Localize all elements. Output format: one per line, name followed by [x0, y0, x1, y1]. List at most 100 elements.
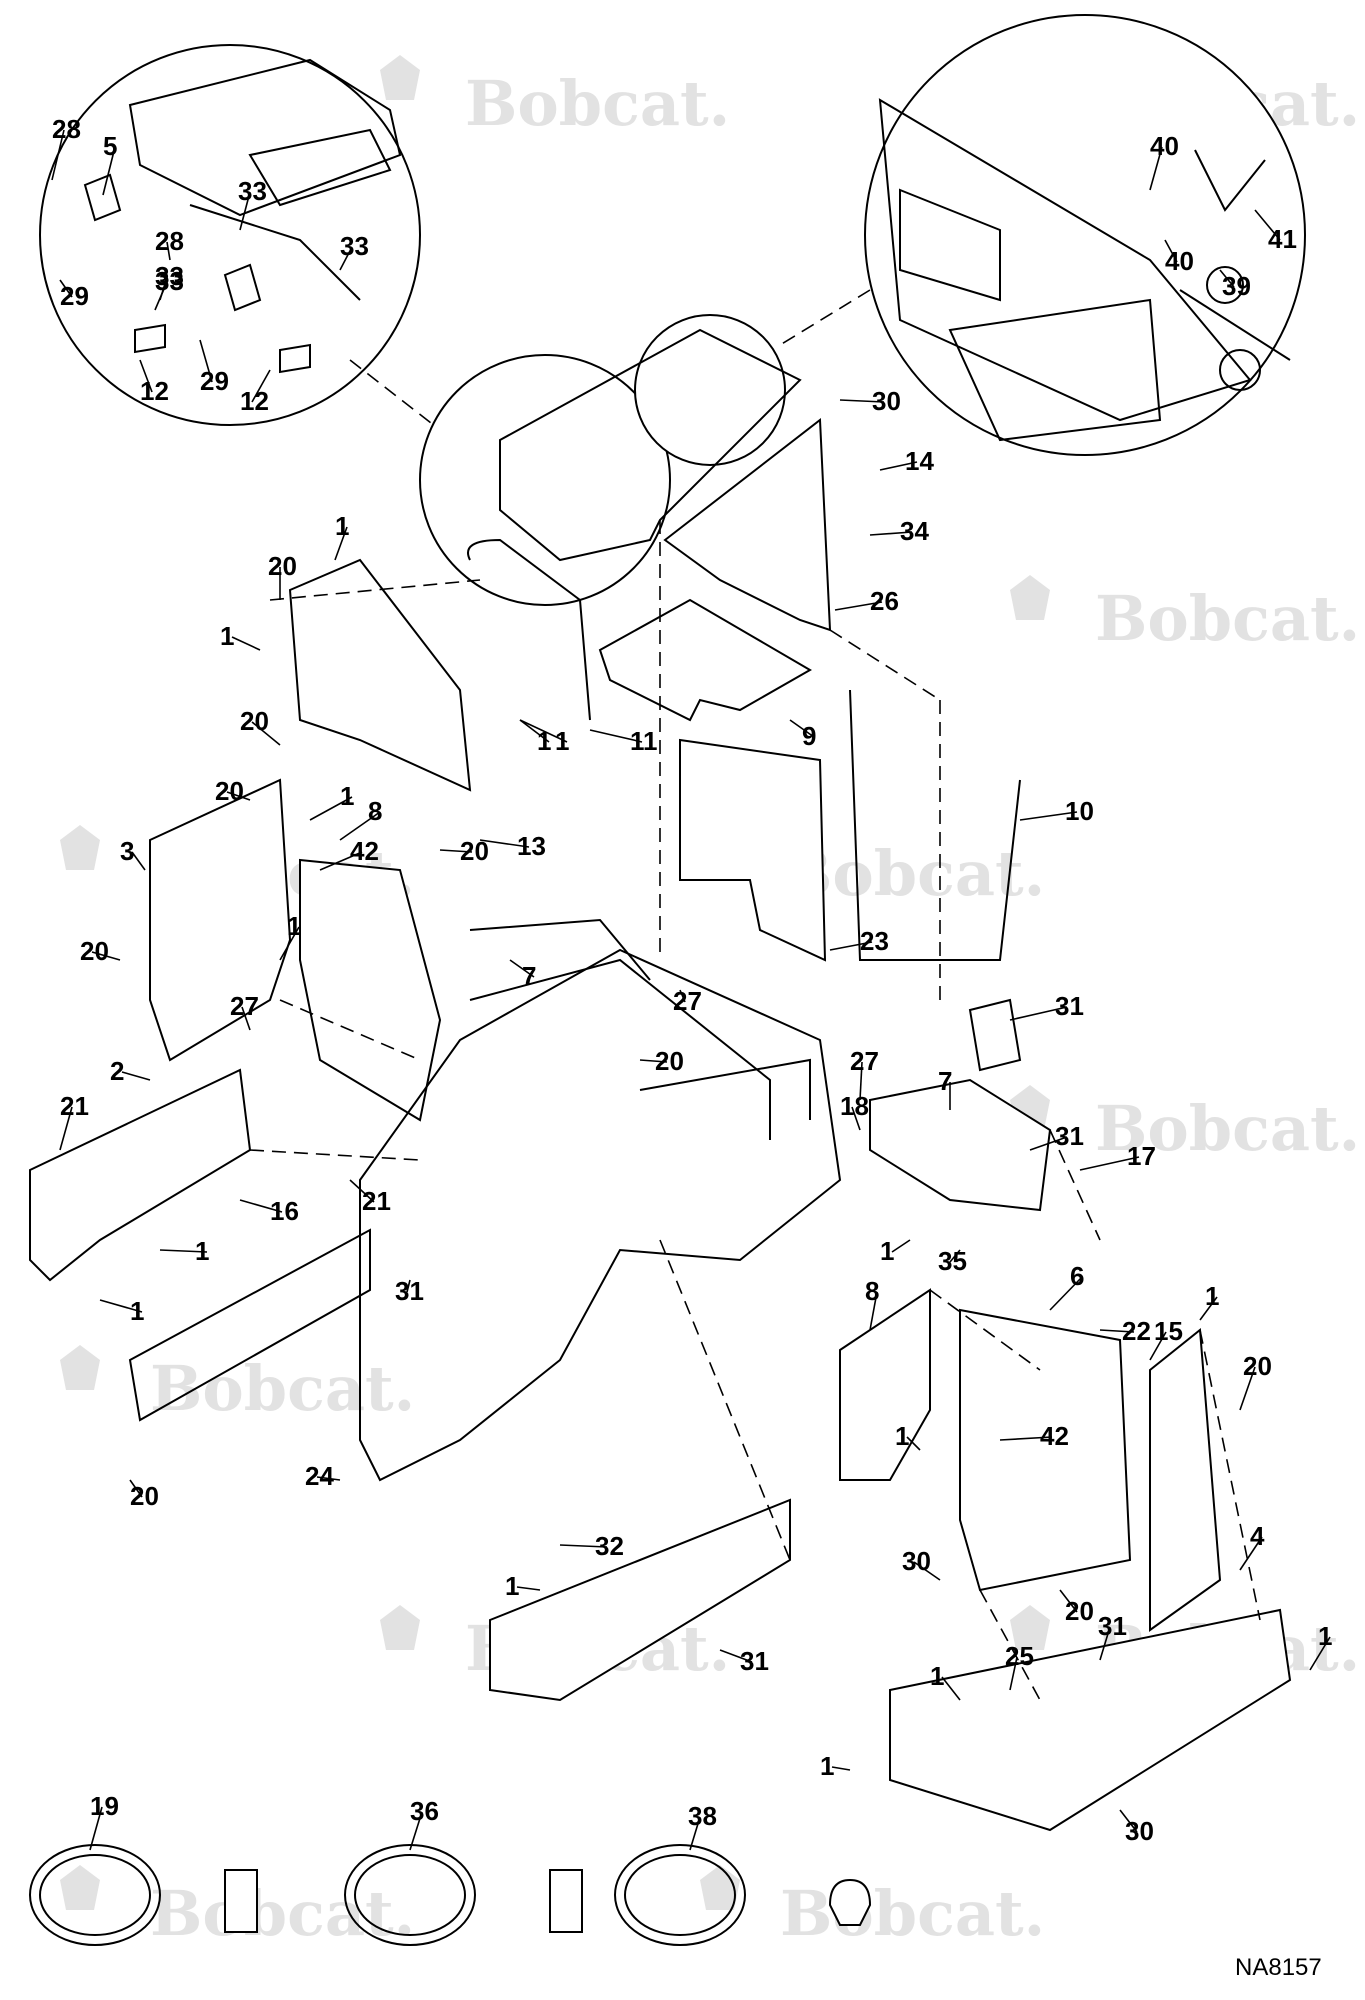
- callout-leader: [839, 399, 885, 403]
- callout-leader: [91, 951, 121, 961]
- callout-leader: [1019, 811, 1078, 821]
- callout-leader: [241, 1006, 251, 1031]
- callout-leader: [913, 1561, 941, 1581]
- explode-line: [279, 999, 421, 1061]
- callout-label: 10: [1065, 796, 1094, 826]
- callout-leader: [131, 851, 146, 871]
- inset-circle: [864, 14, 1306, 456]
- seal-profile-38: [549, 1869, 583, 1933]
- callout-leader: [406, 1279, 411, 1293]
- callout-label: 12: [240, 386, 269, 416]
- callout-label: 20: [1065, 1596, 1094, 1626]
- callout-leader: [334, 526, 348, 561]
- callout-label: 33: [340, 231, 369, 261]
- callout-label: 1: [195, 1236, 209, 1266]
- callout-leader: [519, 719, 550, 743]
- callout-label: 20: [240, 706, 269, 736]
- callout-leader: [1149, 146, 1163, 191]
- callout-leader: [949, 1249, 961, 1263]
- callout-label: 12: [140, 376, 169, 406]
- explode-line: [1199, 1329, 1261, 1621]
- callout-label: 1: [1318, 1621, 1332, 1651]
- floor-mat-9: [598, 598, 812, 722]
- callout-leader: [1079, 1156, 1140, 1171]
- callout-label: 6: [1070, 1261, 1084, 1291]
- callout-label: 1: [555, 726, 569, 756]
- callout-label: 11: [630, 726, 658, 756]
- callout-leader: [589, 729, 643, 743]
- callout-label: 1: [537, 726, 551, 756]
- callout-label: 20: [1243, 1351, 1272, 1381]
- explode-line: [249, 1149, 421, 1161]
- callout-label: 20: [268, 551, 297, 581]
- callout-label: 31: [1055, 1121, 1084, 1151]
- callout-leader: [559, 1544, 608, 1548]
- callout-label: 42: [1040, 1421, 1069, 1451]
- callout-label: 30: [872, 386, 901, 416]
- callout-label: 22: [1122, 1316, 1151, 1346]
- callout-leader: [1029, 1136, 1068, 1151]
- inset-left: [39, 44, 441, 431]
- panel-23: [679, 738, 827, 962]
- callout-leader: [679, 989, 686, 1003]
- callout-label: 33: [155, 266, 184, 296]
- callout-leader: [309, 796, 353, 821]
- left-pillar-42: [299, 858, 442, 1122]
- callout-leader: [1164, 239, 1178, 263]
- callout-label: 3: [120, 836, 134, 866]
- callout-label: 1: [287, 911, 301, 941]
- callout-label: 17: [1127, 1141, 1156, 1171]
- callout-leader: [879, 461, 918, 471]
- callout-leader: [519, 719, 568, 743]
- seal-11: [467, 538, 591, 721]
- callout-leader: [869, 1291, 878, 1331]
- bracket-2: [968, 998, 1022, 1072]
- right-pillar-15: [1149, 1328, 1222, 1632]
- callout-label: 31: [1098, 1611, 1127, 1641]
- callout-label: 1: [930, 1661, 944, 1691]
- callout-label: 8: [368, 796, 382, 826]
- callout-label: 29: [200, 366, 229, 396]
- callout-leader: [166, 241, 171, 261]
- callout-label: 20: [655, 1046, 684, 1076]
- watermark-text: Bobcat.: [780, 1877, 1045, 1950]
- callout-leader: [1099, 1626, 1111, 1661]
- seal-profile-37: [828, 1878, 872, 1926]
- callout-label: 2: [110, 1056, 124, 1086]
- callout-leader: [1119, 1809, 1138, 1833]
- callout-label: 15: [1154, 1316, 1183, 1346]
- callout-leader: [339, 246, 353, 271]
- callout-label: 7: [938, 1066, 952, 1096]
- explode-line: [1049, 1129, 1101, 1241]
- callout-leader: [59, 1106, 73, 1151]
- callout-leader: [1239, 1536, 1263, 1571]
- callout-label: 40: [1150, 131, 1179, 161]
- left-strip-24: [128, 1228, 371, 1422]
- callout-label: 27: [850, 1046, 879, 1076]
- callout-leader: [941, 1676, 961, 1701]
- watermark-text: Bobcat.: [150, 1877, 415, 1950]
- callout-leader: [251, 721, 281, 746]
- callout-leader: [1199, 1296, 1218, 1321]
- callout-label: 29: [60, 281, 89, 311]
- callout-label: 16: [270, 1196, 299, 1226]
- callout-leader: [1059, 1589, 1078, 1613]
- callout-label: 1: [220, 621, 234, 651]
- callout-leader: [231, 636, 261, 651]
- callout-label: 30: [902, 1546, 931, 1576]
- explode-line: [659, 1239, 791, 1561]
- callout-leader: [51, 129, 65, 181]
- callout-label: 21: [60, 1091, 89, 1121]
- left-cover-3: [149, 778, 292, 1062]
- callout-label: 5: [103, 131, 117, 161]
- callout-leader: [1099, 1329, 1135, 1333]
- callout-leader: [516, 1586, 541, 1591]
- callout-leader: [851, 1106, 861, 1131]
- callout-label: 28: [52, 114, 81, 144]
- callout-label: 20: [460, 836, 489, 866]
- right-bottom-19: [889, 1608, 1292, 1832]
- callout-label: 42: [350, 836, 379, 866]
- watermark-text: Bobcat.: [465, 67, 730, 140]
- seal-10: [849, 689, 1021, 961]
- callout-label: 1: [1205, 1281, 1219, 1311]
